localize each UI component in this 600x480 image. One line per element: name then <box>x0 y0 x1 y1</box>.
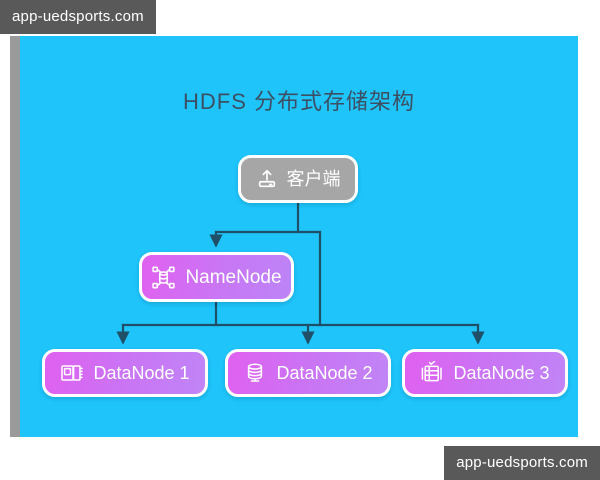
diagram-title: HDFS 分布式存储架构 <box>182 89 415 114</box>
node-datanode-2[interactable]: DataNode 2 <box>225 349 391 397</box>
diagram-canvas: HDFS 分布式存储架构 <box>20 36 578 437</box>
node-namenode[interactable]: NameNode <box>139 252 294 302</box>
file-storage-icon <box>60 361 84 385</box>
node-datanode-3-label: DataNode 3 <box>453 363 550 383</box>
node-datanode-1-label: DataNode 1 <box>93 363 190 383</box>
node-namenode-label: NameNode <box>185 266 282 288</box>
watermark-top-left: app-uedsports.com <box>0 0 156 34</box>
connector-lines <box>116 201 485 345</box>
node-datanode-2-label: DataNode 2 <box>276 363 373 383</box>
node-client-label: 客户端 <box>286 169 341 189</box>
server-rack-check-icon <box>420 361 444 385</box>
watermark-bottom-right: app-uedsports.com <box>444 446 600 480</box>
node-client[interactable]: 客户端 <box>238 155 358 203</box>
upload-device-icon <box>256 168 278 190</box>
database-icon <box>243 361 267 385</box>
node-datanode-1[interactable]: DataNode 1 <box>42 349 208 397</box>
distributed-database-icon <box>151 265 176 290</box>
node-datanode-3[interactable]: DataNode 3 <box>402 349 568 397</box>
